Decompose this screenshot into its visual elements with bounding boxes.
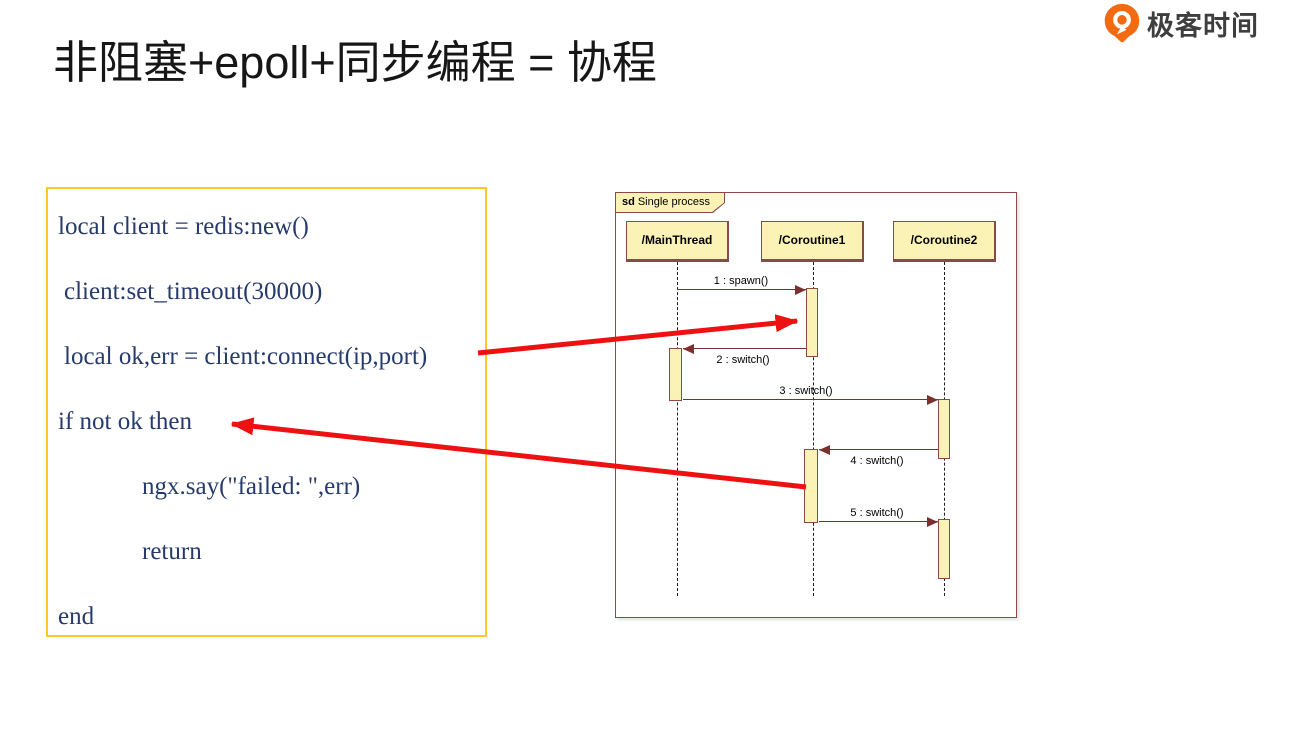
lifeline-head-coroutine2: /Coroutine2 (893, 221, 996, 262)
message-arrow-switch-4 (819, 445, 938, 455)
code-panel: local client = redis:new() client:set_ti… (46, 187, 487, 637)
message-arrow-switch-5 (819, 517, 938, 527)
activation-mainthread (669, 348, 682, 401)
lifeline-mainthread (677, 262, 678, 596)
code-line-1: local client = redis:new() (58, 213, 309, 240)
activation-coroutine2-second (938, 519, 950, 579)
lifeline-coroutine1 (813, 262, 814, 596)
lifeline-head-mainthread: /MainThread (626, 221, 729, 262)
frame-label: Single process (637, 196, 710, 208)
geektime-logo-icon (1104, 3, 1140, 43)
frame-keyword: sd (622, 196, 635, 208)
code-line-6: return (142, 538, 202, 565)
activation-coroutine1-first (806, 288, 818, 357)
message-label-4: 4 : switch() (850, 455, 904, 467)
code-line-7: end (58, 603, 95, 630)
code-line-4: if not ok then (58, 408, 193, 435)
geektime-logo: 极客时间 (1103, 3, 1259, 43)
message-arrow-switch-2 (683, 344, 806, 354)
activation-coroutine1-second (804, 449, 818, 523)
message-label-1: 1 : spawn() (713, 275, 769, 287)
activation-coroutine2-first (938, 399, 950, 459)
code-line-3: local ok,err = client:connect(ip,port) (64, 343, 428, 370)
message-label-3: 3 : switch() (779, 385, 833, 397)
message-label-2: 2 : switch() (716, 354, 770, 366)
page-title: 非阻塞+epoll+同步编程 = 协程 (53, 37, 657, 88)
message-label-5: 5 : switch() (850, 507, 904, 519)
message-arrow-spawn (677, 285, 806, 295)
code-line-5: ngx.say("failed: ",err) (142, 473, 361, 500)
geektime-logo-text: 极客时间 (1147, 10, 1259, 41)
message-arrow-switch-3 (683, 395, 938, 405)
code-line-2: client:set_timeout(30000) (64, 278, 323, 305)
lifeline-head-coroutine1: /Coroutine1 (761, 221, 864, 262)
